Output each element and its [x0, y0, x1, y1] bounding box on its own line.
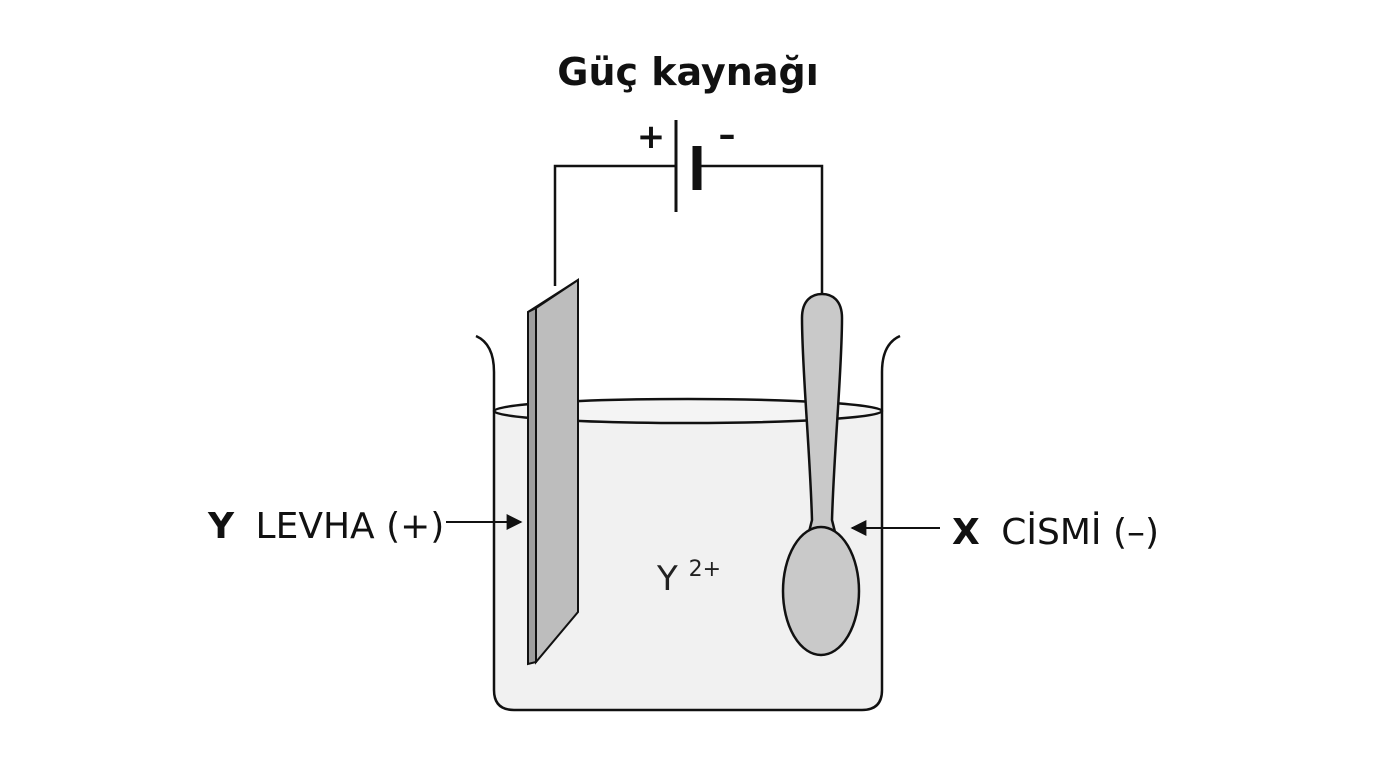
- spoon-icon: [781, 292, 861, 657]
- battery-positive-sign: +: [637, 117, 666, 157]
- spoon-bowl: [781, 525, 861, 657]
- plate-side-face: [527, 306, 537, 666]
- circuit-wires: [553, 164, 824, 300]
- wire-right: [696, 164, 824, 300]
- x-object-label: X CİSMİ (–): [952, 511, 1159, 553]
- metal-plate-icon: [527, 278, 579, 666]
- y-plate-label: Y LEVHA (+): [207, 506, 444, 547]
- ion-charge: 2+: [689, 557, 721, 582]
- x-object-text: CİSMİ (–): [1001, 511, 1159, 553]
- liquid: [494, 410, 882, 710]
- spoon-handle: [800, 292, 844, 538]
- y-plate-letter: Y: [207, 506, 235, 547]
- battery-negative-sign: –: [719, 115, 736, 155]
- x-object-letter: X: [952, 512, 980, 553]
- ion-symbol: Y: [656, 559, 678, 599]
- diagram-title: Güç kaynağı: [557, 50, 818, 94]
- solution-ion-label: Y 2+: [656, 557, 721, 599]
- beaker-icon: [475, 334, 901, 712]
- beaker-wall: [475, 334, 901, 712]
- plate-front-face: [535, 278, 579, 665]
- battery-icon: + –: [637, 115, 736, 212]
- wire-left: [553, 164, 676, 286]
- y-plate-text: LEVHA (+): [256, 506, 445, 547]
